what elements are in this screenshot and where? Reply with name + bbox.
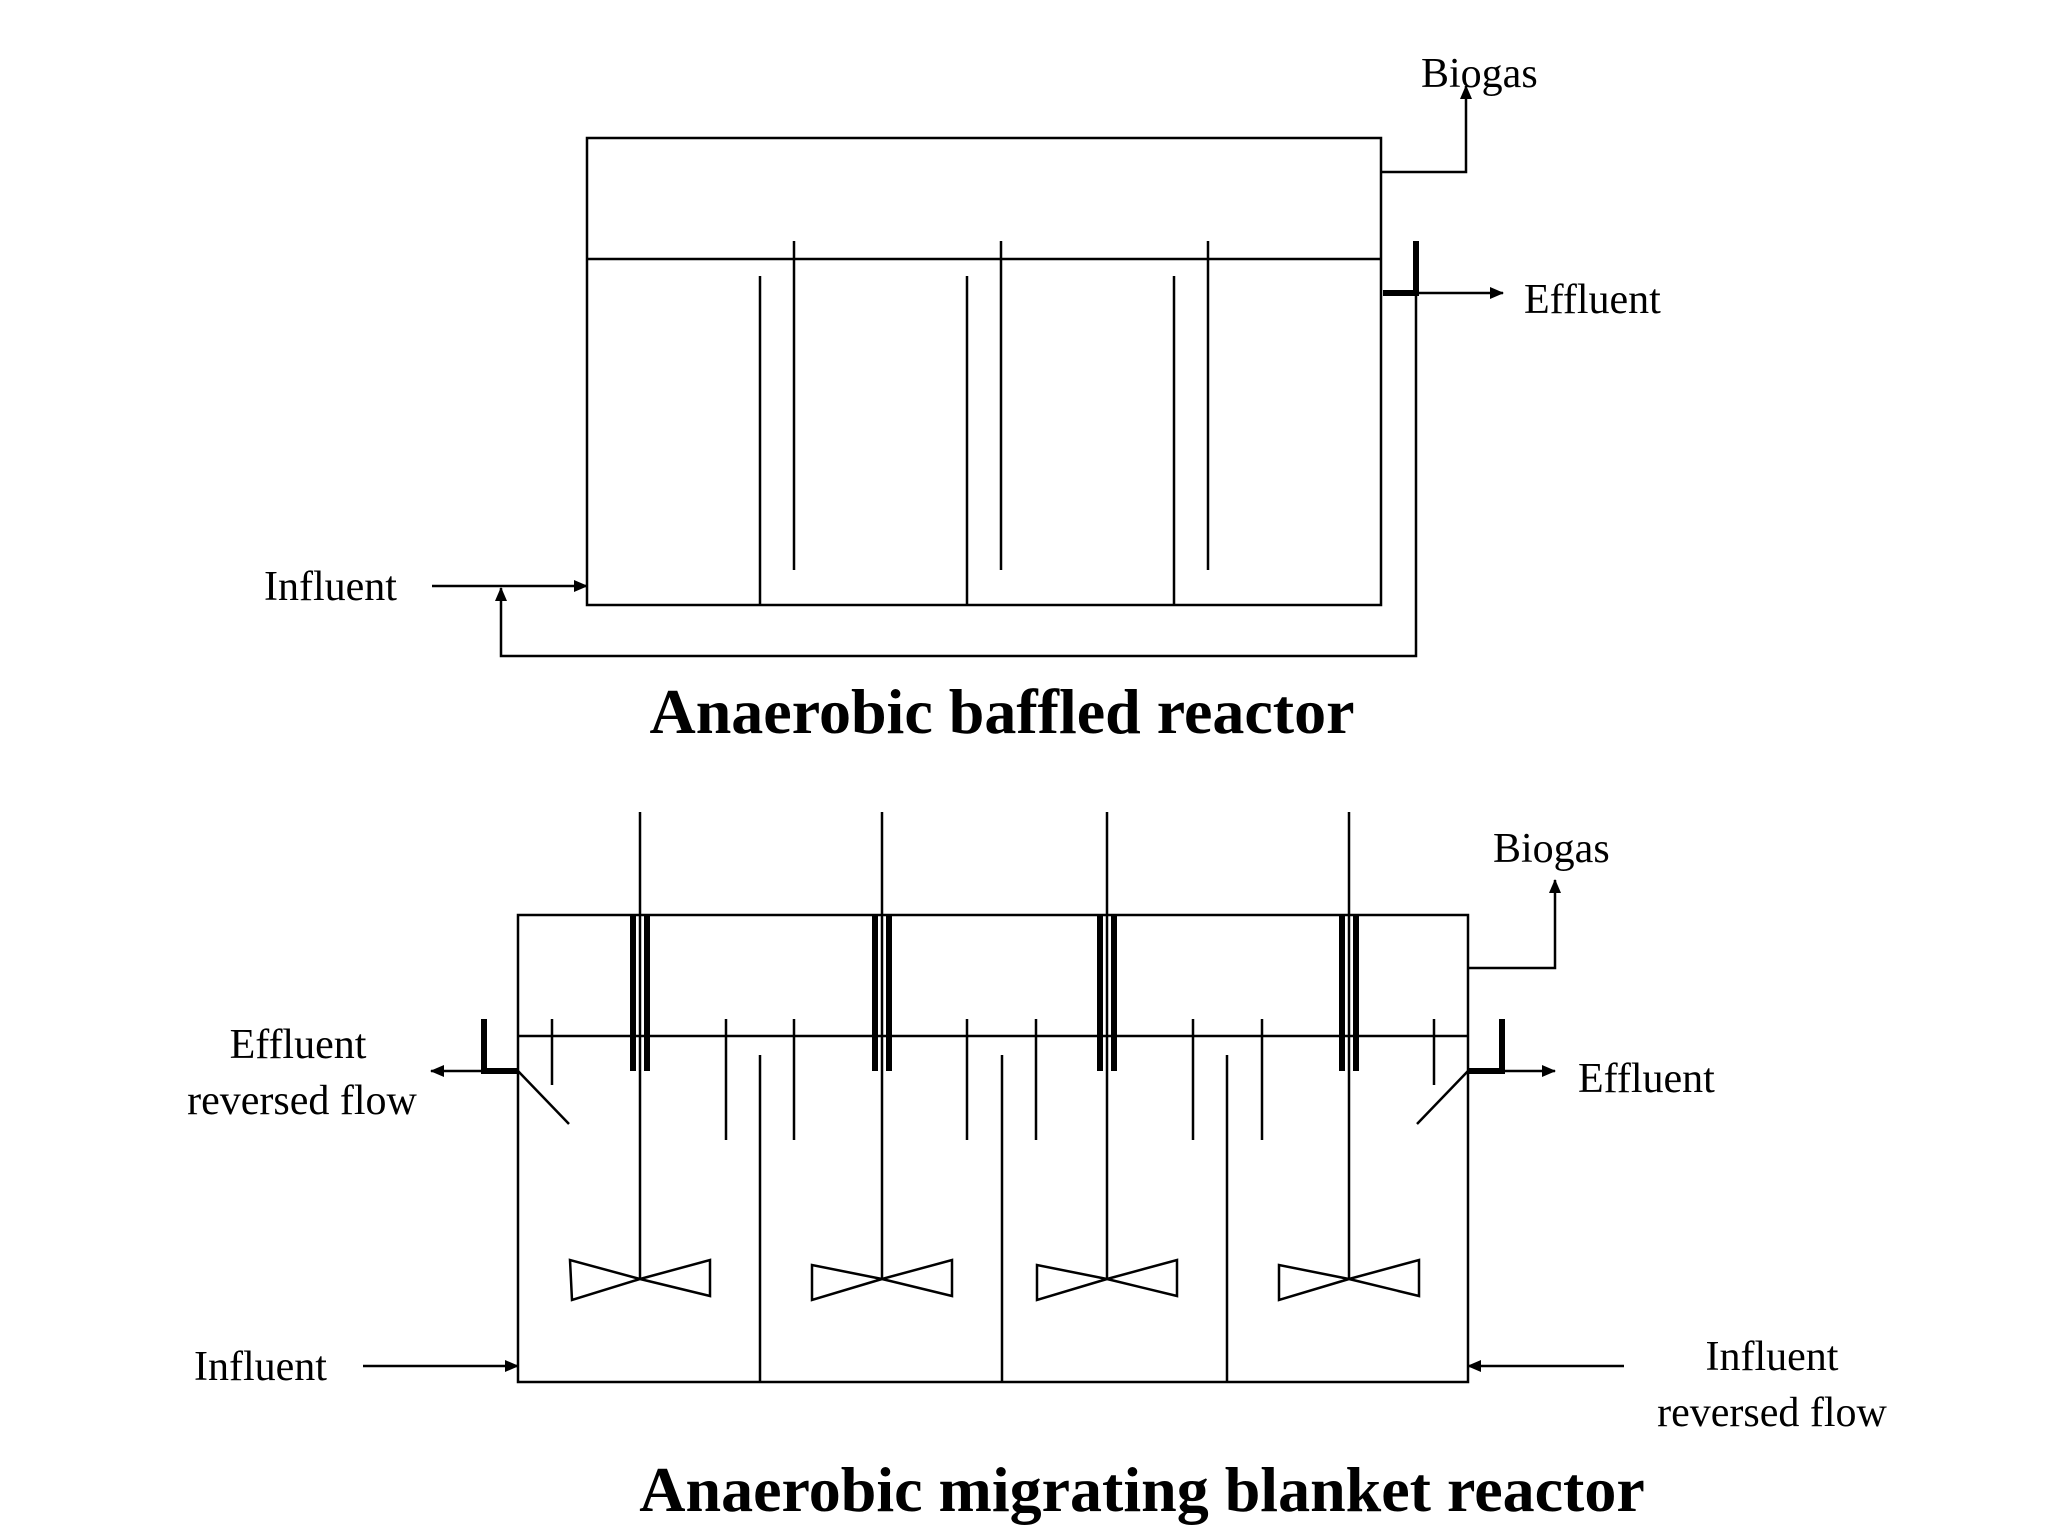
- ambr-effluent-weir: [1468, 1019, 1505, 1074]
- effluent-weir: [1383, 241, 1419, 296]
- baffled-reactor: Biogas Effluent Influent Anaerobic baffl…: [264, 51, 1661, 747]
- impeller-4: [1277, 1258, 1421, 1302]
- ambr-influent-label: Influent: [194, 1344, 327, 1390]
- baffled-reactor-title: Anaerobic baffled reactor: [649, 676, 1354, 747]
- impeller-2: [810, 1258, 954, 1302]
- ambr-tank: [516, 913, 1470, 1384]
- impeller-1: [568, 1258, 712, 1302]
- deflector-left: [517, 1070, 570, 1125]
- biogas-pipe: [1381, 85, 1472, 174]
- mixer-4: [1277, 812, 1421, 1302]
- mixer-2: [810, 812, 954, 1302]
- recycle-line: [495, 293, 1418, 658]
- mixer-1: [568, 812, 712, 1302]
- ambr-biogas-pipe: [1468, 879, 1561, 970]
- migrating-blanket-reactor: Biogas Effluent Effluent reversed flow I…: [187, 812, 1888, 1525]
- impeller-3: [1035, 1258, 1179, 1302]
- ambr-biogas-label: Biogas: [1493, 826, 1610, 872]
- ambr-effluent-reversed-label-line1: Effluent: [230, 1022, 367, 1068]
- ambr-title: Anaerobic migrating blanket reactor: [639, 1454, 1645, 1525]
- biogas-label: Biogas: [1421, 51, 1538, 97]
- ambr-effluent-label: Effluent: [1578, 1056, 1715, 1102]
- ambr-effluent-reversed-label-line2: reversed flow: [187, 1078, 417, 1124]
- deflector-right: [1416, 1070, 1469, 1125]
- ambr-effluent-reversed-weir: [481, 1019, 518, 1074]
- ambr-influent-reversed-label-line1: Influent: [1706, 1334, 1839, 1380]
- baffled-reactor-tank: [585, 136, 1383, 607]
- effluent-label: Effluent: [1524, 277, 1661, 323]
- influent-label: Influent: [264, 564, 397, 610]
- ambr-influent-reversed-label-line2: reversed flow: [1657, 1390, 1887, 1436]
- mixer-3: [1035, 812, 1179, 1302]
